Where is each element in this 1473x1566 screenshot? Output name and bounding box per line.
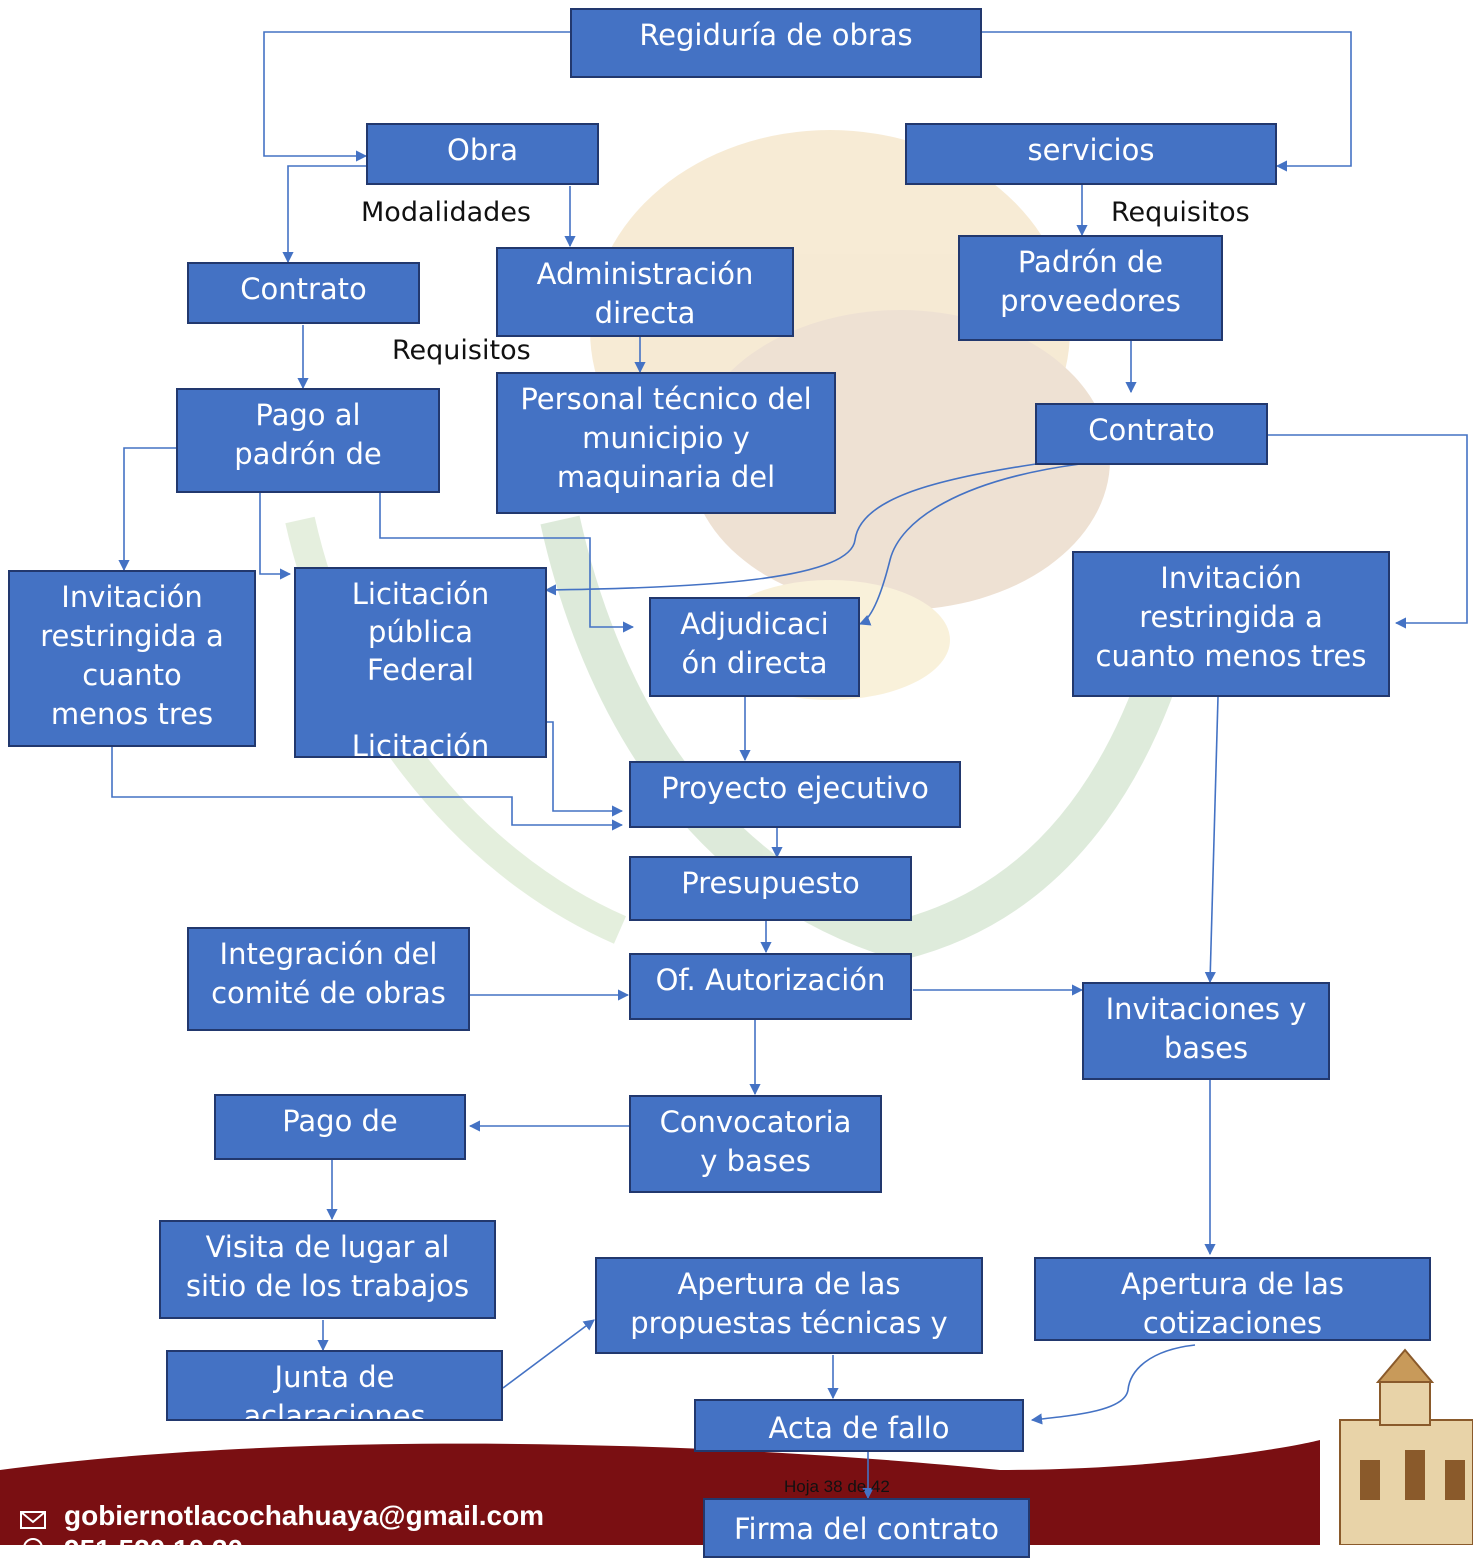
apertura-cotizaciones-box: Apertura de las cotizaciones [1034, 1257, 1431, 1341]
regiduria-box: Regiduría de obras [570, 8, 982, 78]
connector [1267, 434, 1468, 629]
invitacion-restringida-left-box: Invitación restringida a cuanto menos tr… [8, 570, 256, 747]
apertura-propuestas-box: Apertura de las propuestas técnicas y [595, 1257, 983, 1354]
envelope-icon [20, 1511, 46, 1529]
page-number: Hoja 38 de 42 [784, 1477, 890, 1496]
connector [1030, 1344, 1196, 1425]
connector [111, 747, 624, 831]
label-requisitos-obra: Requisitos [392, 335, 531, 366]
label-modalidades: Modalidades [361, 197, 532, 228]
servicios-box: servicios [905, 123, 1277, 185]
acta-fallo-box: Acta de fallo [694, 1399, 1024, 1452]
personal-tecnico-box: Personal técnico del municipio y maquina… [496, 372, 836, 514]
invitaciones-bases-box: Invitaciones y bases [1082, 982, 1330, 1080]
obra-box: Obra [366, 123, 599, 185]
connector [118, 447, 176, 572]
contrato-obra-box: Contrato [187, 262, 420, 324]
convocatoria-bases-box: Convocatoria y bases [629, 1095, 882, 1193]
connector [282, 165, 366, 264]
connector [858, 463, 1081, 626]
administracion-directa-box: Administración directa [496, 247, 794, 337]
connector [379, 492, 635, 633]
footer-email[interactable]: gobiernotlacochahuaya@gmail.com [64, 1500, 545, 1531]
oficio-autorizacion-box: Of. Autorización [629, 953, 912, 1020]
church-illustration [1339, 1348, 1473, 1545]
connector [546, 721, 624, 817]
connector [263, 31, 570, 162]
licitacion-publica-box: Licitación pública Federal Licitación [294, 567, 547, 758]
connector [982, 31, 1352, 172]
junta-aclaraciones-box: Junta de aclaraciones [166, 1350, 503, 1421]
connector [1204, 696, 1219, 984]
integracion-comite-box: Integración del comité de obras [187, 927, 470, 1031]
proyecto-ejecutivo-box: Proyecto ejecutivo [629, 761, 961, 828]
contrato-servicios-box: Contrato [1035, 403, 1268, 465]
presupuesto-box: Presupuesto [629, 856, 912, 921]
pago-de-box: Pago de [214, 1094, 466, 1160]
pago-padron-box: Pago al padrón de [176, 388, 440, 493]
padron-proveedores-box: Padrón de proveedores [958, 235, 1223, 341]
firma-contrato-box: Firma del contrato [703, 1498, 1030, 1558]
visita-lugar-box: Visita de lugar al sitio de los trabajos [159, 1220, 496, 1319]
invitacion-restringida-right-box: Invitación restringida a cuanto menos tr… [1072, 551, 1390, 697]
phone-icon [23, 1538, 43, 1558]
footer-phone[interactable]: 951 520 10 20 [64, 1534, 244, 1565]
adjudicacion-directa-box: Adjudicaci ón directa [649, 597, 860, 697]
connector [259, 492, 292, 580]
label-requisitos-servicios: Requisitos [1111, 197, 1250, 228]
connector [502, 1319, 595, 1389]
connector [544, 463, 1037, 596]
